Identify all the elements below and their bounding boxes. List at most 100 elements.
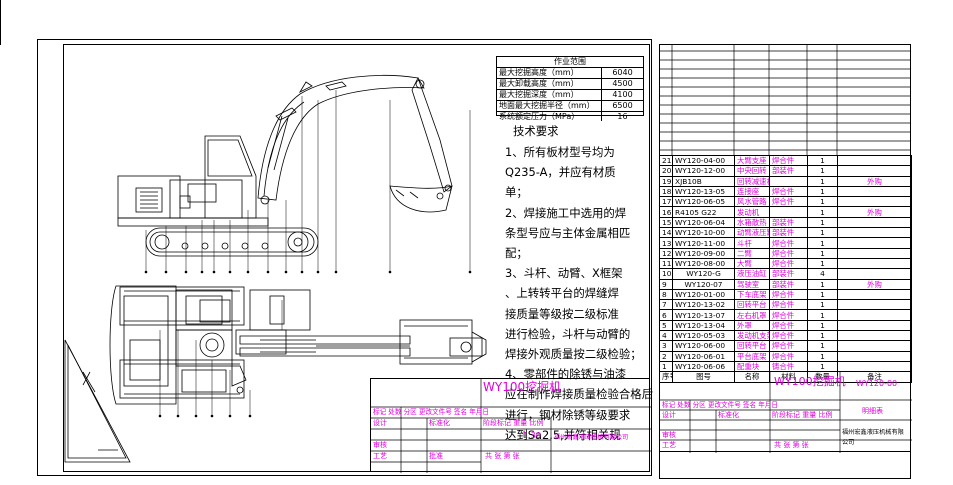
bom-cell: 大臂支座 — [734, 154, 770, 167]
tech-req-line: 接质量等级按二级标准 — [505, 306, 619, 321]
left-role-design: 设计 — [373, 419, 387, 427]
left-product-name: WY100挖掘机 — [483, 380, 562, 394]
bom-cell: WY120-06-01 — [672, 350, 735, 362]
bom-cell — [769, 175, 808, 187]
right-drawing-no: WY120-00 — [856, 379, 898, 388]
bom-cell: 部装件 — [769, 227, 808, 239]
bom-cell: WY120-06-00 — [672, 340, 735, 352]
bom-cell — [769, 206, 808, 218]
bom-cell: 外购 — [837, 206, 912, 218]
bom-cell: 1 — [807, 185, 838, 198]
bom-cell — [837, 319, 912, 332]
bom-cell: 回转平台 — [734, 340, 770, 352]
tech-req-line: 3、斗杆、动臂、X框架 — [505, 266, 623, 281]
tech-req-line: 、上转转平台的焊缝焊 — [505, 286, 619, 301]
left-sheet-outer-border — [37, 39, 652, 476]
spec-label: 最大卸载高度（mm） — [497, 79, 602, 89]
bom-cell: 左右机罩 — [734, 309, 770, 321]
bom-cell: 焊合件 — [769, 309, 808, 321]
bom-cell: 1 — [807, 299, 838, 311]
right-title-header: 标记 处数 分区 更改文件号 签名 年月日 — [662, 401, 778, 409]
left-scale: 1:30 — [523, 431, 541, 440]
bom-cell: WY120-G — [672, 268, 735, 280]
bom-cell: 焊合件 — [769, 319, 808, 332]
bom-cell: 8 — [659, 288, 673, 301]
bom-cell: 发动机 — [734, 206, 770, 218]
bom-cell: 7 — [659, 299, 673, 311]
left-title-block: WY100挖掘机 标记 处数 分区 更改文件号 签名 年月日 设计 标准化 审核… — [370, 378, 651, 473]
bom-cell: 焊合件 — [769, 330, 808, 342]
right-doc-type: 明细表 — [862, 407, 883, 415]
bom-cell: 1 — [807, 319, 838, 332]
right-stage-header: 阶段标记 重量 比例 — [772, 411, 833, 419]
bom-cell: 4 — [807, 268, 838, 280]
bom-cell: 1 — [807, 206, 838, 218]
bom-cell: WY120-06-05 — [672, 196, 735, 208]
bom-cell: 1 — [807, 288, 838, 301]
left-approve: 批准 — [429, 452, 443, 460]
right-sheets: 共 张 第 张 — [774, 441, 809, 449]
bom-cell: 风水管路 — [734, 196, 770, 208]
top-view-leaders — [159, 300, 283, 416]
bom-cell — [837, 196, 912, 208]
bom-cell — [837, 299, 912, 311]
bom-cell: 斗杆 — [734, 237, 770, 249]
bom-cell: 1 — [807, 154, 838, 167]
bom-cell: 1 — [807, 216, 838, 229]
bom-cell: 21 — [659, 154, 673, 167]
top-view-body — [109, 285, 311, 405]
bom-header-cell: 备注 — [837, 371, 912, 383]
tech-req-line: 2、焊接施工中选用的焊 — [505, 205, 627, 220]
spec-table: 作业范围 最大挖掘高度（mm） 6040 最大卸载高度（mm） 4500 最大挖… — [496, 56, 644, 121]
bom-cell — [837, 237, 912, 249]
right-role-process: 工艺 — [662, 441, 676, 449]
bom-cell: 1 — [807, 278, 838, 290]
left-sheets: 共 张 第 张 — [485, 452, 520, 460]
bom-cell: 动臂液压缸 — [734, 227, 770, 239]
spec-row: 最大卸载高度（mm） 4500 — [497, 79, 643, 90]
bom-cell: WY120-08-00 — [672, 257, 735, 270]
left-role-process: 工艺 — [373, 452, 387, 460]
tech-req-line: 4、零部件的除锈与油漆 — [505, 367, 627, 382]
bom-cell: WY120-10-00 — [672, 227, 735, 239]
right-role-review: 审核 — [662, 431, 676, 439]
bom-cell: 1 — [807, 165, 838, 177]
bom-cell: 部装件 — [769, 165, 808, 177]
bom-cell: WY120-04-00 — [672, 154, 735, 167]
spec-label: 最大挖掘深度（mm） — [497, 90, 602, 100]
bom-cell: 2 — [659, 350, 673, 362]
bom-cell: WY120-13-02 — [672, 299, 735, 311]
bom-cell — [837, 247, 912, 259]
spec-row: 地面最大挖掘半径（mm） 6500 — [497, 101, 643, 112]
top-left-edge-mark — [0, 0, 1, 45]
bom-cell: WY120-13-07 — [672, 309, 735, 321]
bom-cell: 液压油缸 — [734, 268, 770, 280]
right-title-block: WY100挖掘机 WY120-00 明细表 标记 处数 分区 更改文件号 签名 … — [659, 371, 912, 453]
bom-cell: 3 — [659, 340, 673, 352]
bom-cell: 1 — [807, 196, 838, 208]
tech-req-line: 1、所有板材型号均为 — [505, 145, 615, 159]
bom-cell — [837, 330, 912, 342]
bom-cell: 10 — [659, 268, 673, 280]
bom-cell: 水箱散热 — [734, 216, 770, 229]
right-role-design: 设计 — [662, 411, 676, 419]
bom-cell: 平台底架 — [734, 350, 770, 362]
bom-cell: 外购 — [837, 278, 912, 290]
bom-cell: 部装件 — [769, 268, 808, 280]
bom-cell — [837, 165, 912, 177]
bom-cell: 焊合件 — [769, 196, 808, 208]
spec-value: 6040 — [612, 68, 633, 77]
bom-cell: 1 — [807, 330, 838, 342]
bom-cell: 16 — [659, 206, 673, 218]
bom-cell — [837, 309, 912, 321]
